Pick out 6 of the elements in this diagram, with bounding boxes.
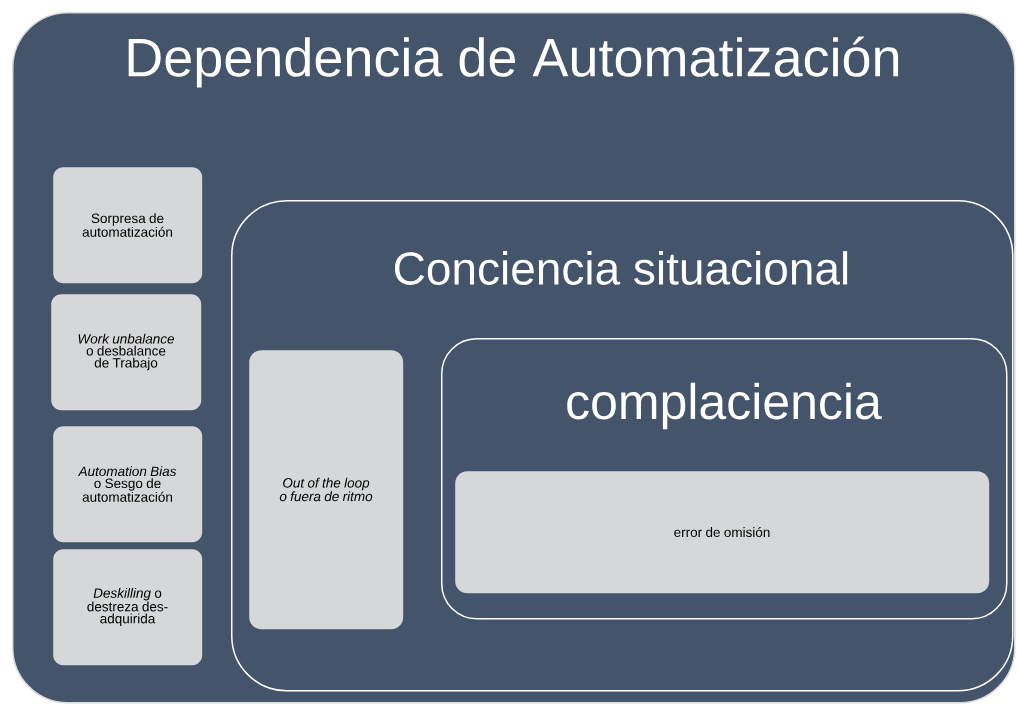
text-box: Sorpresa de automatización — [53, 167, 203, 284]
text-box: Out of the loop o fuera de ritmo — [249, 350, 404, 630]
text-box: Automation Bias o Sesgo de automatización — [53, 426, 203, 543]
text-box: Work unbalance o desbalance de Trabajo — [51, 294, 202, 411]
text-box: Deskilling o destreza des-adquirida — [53, 549, 203, 666]
text-box: error de omisión — [455, 471, 990, 594]
